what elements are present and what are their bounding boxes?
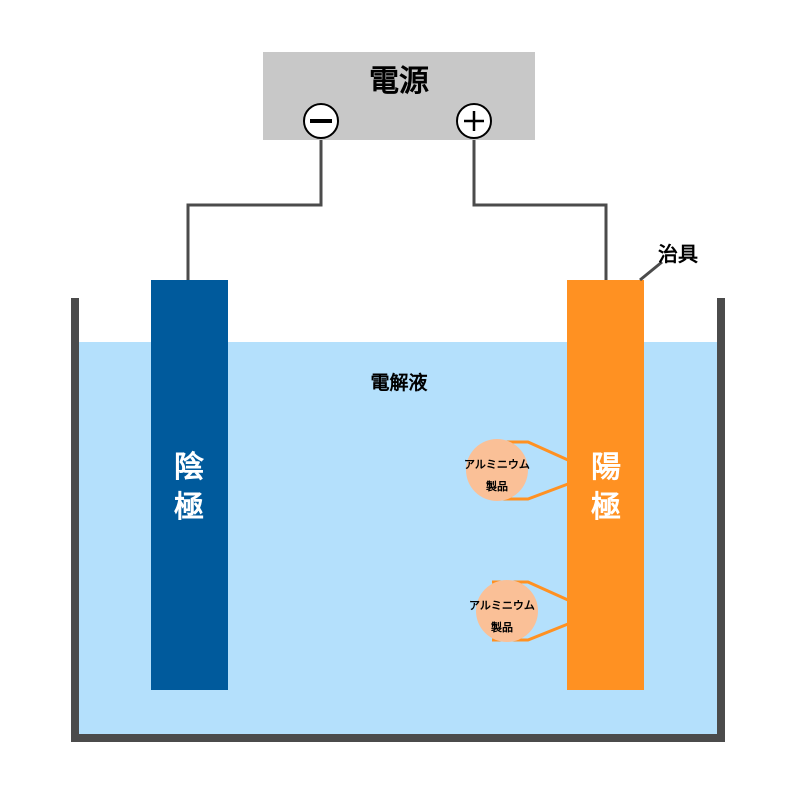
negative-wire xyxy=(186,138,323,282)
anode-plate xyxy=(567,280,644,690)
negative-terminal xyxy=(303,103,339,139)
power-supply-label: 電源 xyxy=(369,64,429,99)
positive-terminal xyxy=(456,103,492,139)
tank xyxy=(71,298,725,742)
jig-leader-line xyxy=(639,260,663,282)
cathode-label-line2: 極 xyxy=(174,490,204,525)
electrolyte-label: 電解液 xyxy=(370,371,428,394)
workpiece-1-label-line1: アルミニウム xyxy=(464,458,530,471)
workpiece-2-label-line1: アルミニウム xyxy=(469,599,535,612)
aluminum-workpiece-2 xyxy=(476,580,538,642)
cathode-label-line1: 陰 xyxy=(174,450,205,485)
jig-label: 治具 xyxy=(658,242,698,266)
workpiece-2-label-line2: 製品 xyxy=(490,620,513,634)
anode-label-line1: 陽 xyxy=(591,450,621,485)
cathode-plate xyxy=(151,280,228,690)
aluminum-workpiece-1 xyxy=(466,439,528,501)
positive-wire xyxy=(472,138,608,282)
anode-label-line2: 極 xyxy=(591,490,621,525)
workpiece-1-label-line2: 製品 xyxy=(485,479,508,493)
